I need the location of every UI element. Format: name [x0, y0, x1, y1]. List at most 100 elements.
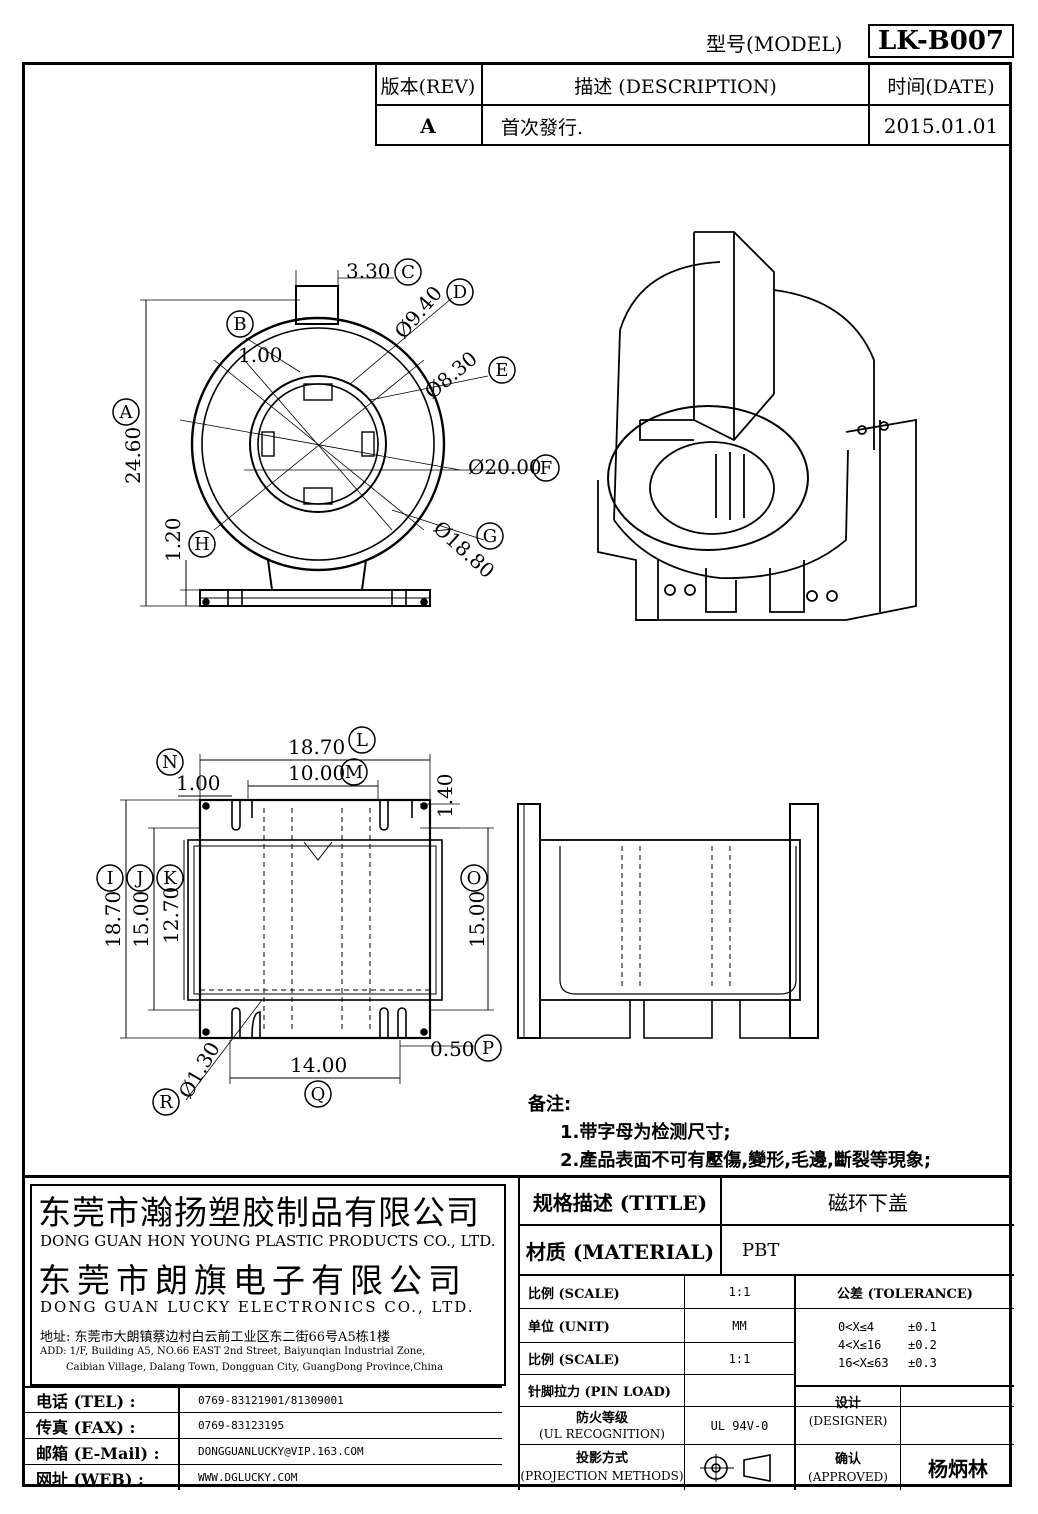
revision-table: 版本(REV) 描述 (DESCRIPTION) 时间(DATE) A 首次發行… — [375, 64, 1012, 146]
dim-I-value: 18.70 — [101, 891, 125, 948]
scale-value: 1:1 — [728, 1285, 751, 1299]
note-item-2: 2.產品表面不可有壓傷,變形,毛邊,斷裂等現象; — [560, 1150, 932, 1171]
svg-text:B: B — [233, 314, 246, 335]
tolerance-range-3: 16<X≤63 — [838, 1356, 889, 1370]
svg-text:F: F — [540, 458, 553, 479]
notes-title: 备注: — [528, 1094, 572, 1115]
email-value: DONGGUANLUCKY@VIP.163.COM — [198, 1445, 364, 1458]
ul-label-2: (UL RECOGNITION) — [539, 1427, 665, 1441]
company-name-cn-1: 东莞市瀚扬塑胶制品有限公司 — [38, 1193, 480, 1232]
material-value: PBT — [742, 1239, 780, 1261]
dim-N-value: 1.00 — [176, 771, 221, 795]
svg-text:E: E — [495, 360, 508, 381]
material-label: 材质 (MATERIAL) — [525, 1239, 715, 1264]
tolerance-value-2: ±0.2 — [908, 1338, 937, 1352]
isometric-view — [597, 231, 917, 621]
projection-symbol-icon — [700, 1454, 771, 1482]
front-view — [140, 270, 540, 607]
marker-P: P — [474, 1034, 502, 1062]
marker-O: O — [460, 864, 488, 892]
approved-value: 杨炳林 — [928, 1457, 988, 1481]
svg-text:N: N — [162, 752, 178, 773]
dim-B-value: 1.00 — [238, 343, 283, 367]
model-label: 型号(MODEL) — [706, 32, 843, 56]
marker-M: M — [340, 758, 368, 786]
tolerance-row-1: 0<X≤4 ±0.1 — [838, 1320, 937, 1334]
marker-K: K — [156, 864, 184, 892]
marker-E: E — [488, 356, 516, 384]
marker-G: G — [476, 522, 504, 550]
marker-Q: Q — [304, 1080, 332, 1108]
tel-label: 电话 (TEL) : — [36, 1392, 136, 1411]
marker-D: D — [446, 278, 474, 306]
bottom-view — [120, 754, 494, 1101]
tolerance-row-3: 16<X≤63±0.3 — [838, 1356, 937, 1370]
dim-O-value: 15.00 — [465, 891, 489, 948]
dim-E-value: Ø8.30 — [420, 346, 482, 404]
dim-A-value: 24.60 — [121, 427, 145, 484]
fax-label: 传真 (FAX) : — [36, 1417, 136, 1437]
model-value: LK-B007 — [868, 24, 1014, 58]
note-item-1: 1.带字母为检测尺寸; — [560, 1122, 731, 1143]
tolerance-label: 公差 (TOLERANCE) — [837, 1286, 973, 1302]
dim-R-value: Ø1.30 — [174, 1038, 225, 1103]
marker-C: C — [394, 258, 422, 286]
title-value: 磁环下盖 — [828, 1190, 908, 1215]
drawing-frame — [22, 62, 1012, 1487]
tolerance-row-2: 4<X≤16±0.2 — [838, 1338, 937, 1352]
title-label: 规格描述 (TITLE) — [532, 1190, 708, 1215]
dim-140-value: 1.40 — [433, 773, 457, 818]
svg-text:C: C — [401, 262, 415, 283]
ul-label-1: 防火等级 — [575, 1410, 628, 1426]
marker-H: H — [188, 530, 216, 558]
title-block: 东莞市瀚扬塑胶制品有限公司 DONG GUAN HON YOUNG PLASTI… — [22, 1175, 1014, 1490]
svg-text:G: G — [483, 526, 497, 547]
marker-F: F — [532, 454, 560, 482]
svg-text:Q: Q — [311, 1084, 326, 1105]
projection-label-2: (PROJECTION METHODS) — [520, 1469, 684, 1483]
company-name-en-2: DONG GUAN LUCKY ELECTRONICS CO., LTD. — [40, 1298, 475, 1316]
contacts-table: 电话 (TEL) : 0769-83121901/81309001 传真 (FA… — [22, 1386, 502, 1490]
projection-label-1: 投影方式 — [575, 1450, 628, 1466]
svg-text:M: M — [345, 762, 363, 783]
tolerance-value-1: ±0.1 — [908, 1320, 937, 1334]
address-en-2: Caibian Village, Dalang Town, Dongguan C… — [66, 1362, 444, 1373]
ul-value: UL 94V-0 — [710, 1418, 769, 1433]
tel-value: 0769-83121901/81309001 — [198, 1393, 344, 1407]
dim-Q-value: 14.00 — [290, 1053, 347, 1077]
date-value: 2015.01.01 — [883, 114, 999, 138]
company-box — [30, 1184, 506, 1386]
dim-M-value: 10.00 — [288, 761, 345, 785]
svg-text:P: P — [482, 1038, 494, 1059]
svg-text:L: L — [356, 730, 368, 751]
marker-L: L — [348, 726, 376, 754]
email-label: 邮箱 (E-Mail) : — [36, 1443, 160, 1463]
dim-D-value: Ø9.40 — [389, 281, 447, 343]
fax-value: 0769-83123195 — [198, 1419, 285, 1432]
company-name-en-1: DONG GUAN HON YOUNG PLASTIC PRODUCTS CO.… — [40, 1232, 496, 1250]
svg-text:I: I — [106, 868, 113, 889]
svg-text:O: O — [467, 868, 482, 889]
unit-value: MM — [732, 1318, 747, 1333]
approved-label-2: (APPROVED) — [808, 1470, 888, 1484]
scale2-value: 1:1 — [728, 1351, 751, 1366]
date-header: 时间(DATE) — [887, 75, 995, 98]
pin-load-label: 针脚拉力 (PIN LOAD) — [528, 1385, 671, 1400]
approved-label-1: 确认 — [834, 1451, 861, 1467]
rev-value: A — [420, 114, 436, 138]
dim-J-value: 15.00 — [129, 891, 153, 948]
marker-B: B — [226, 310, 254, 338]
description-header: 描述 (DESCRIPTION) — [574, 75, 777, 98]
dim-H-value: 1.20 — [161, 517, 185, 562]
dim-K-value: 12.70 — [159, 887, 183, 944]
scale-label: 比例 (SCALE) — [528, 1286, 620, 1302]
tolerance-range-1: 0<X≤4 — [838, 1320, 875, 1334]
svg-text:J: J — [134, 868, 143, 889]
marker-N: N — [156, 748, 184, 776]
marker-R: R — [152, 1088, 180, 1116]
address-en-1: ADD: 1/F, Building A5, NO.66 EAST 2nd St… — [40, 1346, 426, 1357]
address-cn: 地址: 东莞市大朗镇蔡边村白云前工业区东二街66号A5栋1楼 — [40, 1330, 390, 1345]
designer-label-1: 设计 — [834, 1395, 861, 1411]
scale2-label: 比例 (SCALE) — [528, 1353, 620, 1368]
svg-text:R: R — [159, 1092, 173, 1113]
